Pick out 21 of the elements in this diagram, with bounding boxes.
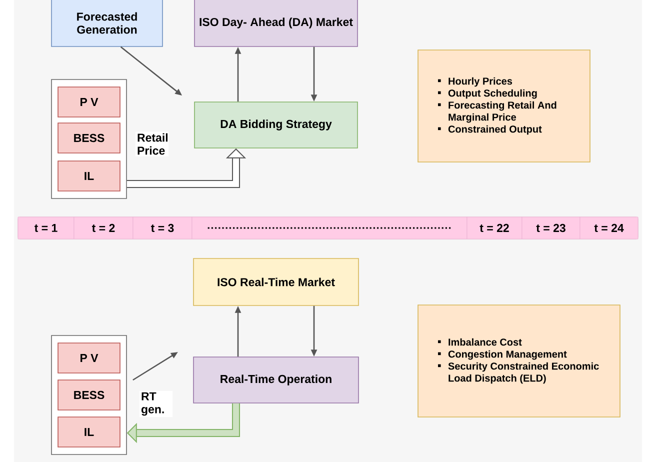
resource-box: P V [58, 86, 120, 118]
time-slot-cell: t = 3 [132, 216, 192, 240]
resource-box: BESS [58, 122, 120, 154]
note-box: Imbalance Cost Congestion Management Security Constrained Economic Load Dispatch (ELD) [418, 304, 620, 418]
time-slot-cell: t = 22 [466, 216, 522, 240]
resource-box: IL [58, 416, 120, 448]
edge-label: Retail Price [136, 132, 168, 156]
resource-box: IL [58, 160, 120, 192]
note-box: Hourly Prices Output Scheduling Forecasting Retail And Marginal Price Constrained Output [418, 50, 590, 162]
process-box: ISO Day- Ahead (DA) Market [194, 0, 358, 47]
process-box: DA Bidding Strategy [194, 102, 358, 148]
resource-box: P V [58, 342, 120, 374]
time-slot-cell: t = 24 [580, 216, 638, 240]
resource-box: BESS [58, 380, 120, 410]
input-box: Forecasted Generation [51, 0, 163, 47]
edge-label: RT gen. [140, 390, 172, 418]
process-box: ISO Real-Time Market [193, 258, 359, 306]
time-slot-cell: t = 23 [522, 216, 580, 240]
time-slot-cell: t = 2 [74, 216, 134, 240]
process-box: Real-Time Operation [193, 356, 359, 404]
time-slot-cell: t = 1 [18, 216, 74, 240]
